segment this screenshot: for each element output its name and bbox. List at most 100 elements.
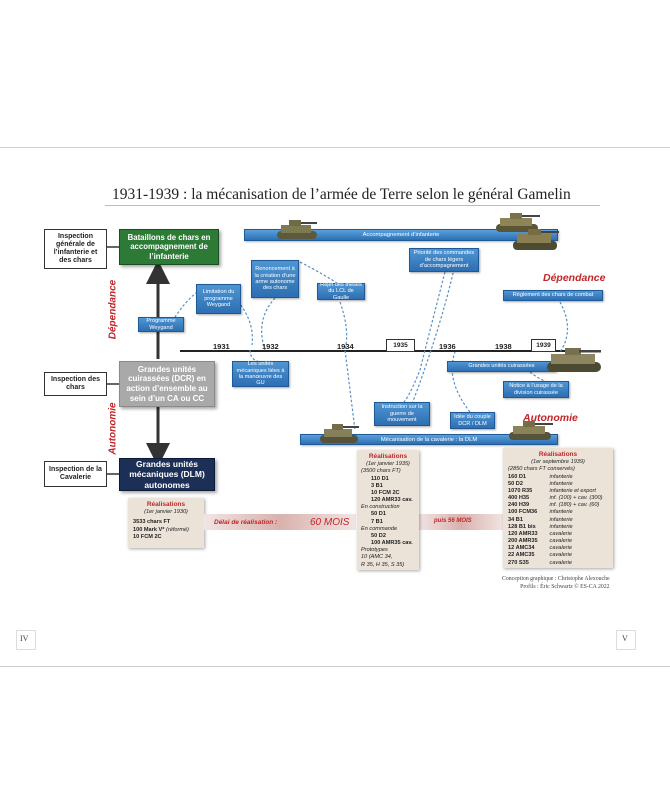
realisations-1939-heading: Réalisations: [538, 451, 578, 458]
realisation-row: 50 D1: [371, 511, 386, 518]
realisation-value: 100 FCM36: [508, 509, 538, 516]
realisation-note: (réformé): [164, 526, 189, 533]
delay-puis-label: puis 56 MOIS: [434, 518, 472, 524]
event-notice: Notice à l’usage de la division cuirassé…: [503, 381, 569, 398]
realisation-row: 100 Mark V* (réformé): [133, 527, 199, 534]
event-programme-weygand: Programme Weygand: [138, 317, 184, 332]
autonomie-vertical-label: Autonomie: [107, 402, 119, 455]
realisation-row: R 35, H 35, S 35): [361, 561, 405, 568]
delay-label: Délai de réalisation :: [214, 518, 278, 526]
event-rejet: Rejet des thèses du LCL de Gaulle: [317, 282, 365, 301]
inspection-chars: Inspection des chars: [44, 372, 107, 396]
page-number-left: IV: [20, 634, 29, 643]
credit-line-2: Profils : Éric Schwartz © ES-CA 2022: [520, 583, 610, 590]
dcr-box: Grandes unités cuirassées (DCR) en actio…: [119, 361, 215, 407]
event-renoncement: Renoncement à la création d’une arme aut…: [251, 260, 299, 298]
realisations-1939-date: (1er septembre 1939): [531, 459, 585, 466]
page-thumb-left: [16, 630, 36, 650]
realisation-note: cavalerie: [548, 530, 572, 537]
page-number-right: V: [622, 634, 628, 643]
realisation-row: 34 B1 infanterie: [508, 517, 608, 524]
event-limitation: Limitation du programme Weygand: [196, 284, 241, 314]
realisation-value: 10 FCM 2C: [133, 533, 162, 540]
year-1934: 1934: [337, 342, 354, 351]
realisation-row: 400 H35 inf. (100) + cav. (300): [508, 495, 608, 502]
credit-line-1: Conception graphique : Christophe Alexou…: [502, 576, 610, 582]
realisation-note: cavalerie: [548, 538, 572, 545]
realisation-value: 12 AMC34: [508, 545, 535, 552]
event-grandes-unites-cuirassees: Grandes unités cuirassées: [447, 361, 556, 372]
realisation-note: infanterie: [548, 473, 573, 480]
realisations-1930-date: (1er janvier 1930): [144, 509, 188, 516]
year-1939: 1939: [531, 339, 556, 352]
realisation-value: 200 AMR35: [508, 538, 538, 545]
realisation-note: infanterie: [548, 480, 573, 487]
credits: Conception graphique : Christophe Alexou…: [502, 576, 610, 591]
realisations-1939-intro: (2850 chars FT conservés): [508, 466, 575, 473]
page-thumb-right: [616, 630, 636, 650]
realisation-row: 7 B1: [371, 518, 383, 525]
dash-instruction: [411, 264, 456, 405]
tank-illustration: [277, 220, 317, 239]
realisation-row: 160 D1 infanterie: [508, 474, 608, 481]
realisation-note: infanterie: [548, 509, 573, 516]
realisation-note: cavalerie: [548, 559, 572, 566]
realisation-note: cavalerie: [548, 552, 572, 559]
realisation-row: 50 D2: [371, 532, 386, 539]
realisations-1935: Réalisations (1er janvier 1935) (3500 ch…: [357, 450, 419, 570]
inspection-cavalerie: Inspection de la Cavalerie: [44, 461, 107, 487]
realisation-note: infanterie: [548, 523, 573, 530]
realisation-value: 128 B1 bis: [508, 523, 536, 530]
realisation-row: 120 AMR33 cav.: [371, 497, 413, 504]
year-1938: 1938: [495, 342, 512, 351]
realisation-row: 12 AMC34 cavalerie: [508, 545, 608, 552]
realisation-row: 120 AMR33 cavalerie: [508, 531, 608, 538]
realisation-row: 22 AMC35 cavalerie: [508, 552, 608, 559]
dash-reglement: [559, 301, 569, 353]
realisation-value: 50 D2: [508, 480, 523, 487]
inspection-infanterie: Inspection générale de l’infanterie et d…: [44, 229, 107, 269]
realisations-1930: Réalisations (1er janvier 1930) 3533 cha…: [128, 498, 204, 548]
realisation-value: 400 H35: [508, 495, 530, 502]
realisation-note: infanterie: [548, 516, 573, 523]
tank-illustration: [509, 421, 553, 440]
event-instruction: Instruction sur la guerre de mouvement: [374, 402, 430, 426]
realisation-note: infanterie et export: [548, 487, 596, 494]
page-title: 1931-1939 : la mécanisation de l’armée d…: [112, 186, 571, 203]
realisations-1939: Réalisations (1er septembre 1939) (2850 …: [503, 448, 613, 568]
dash-rejet: [339, 301, 356, 431]
year-1931: 1931: [213, 342, 230, 351]
realisations-1930-heading: Réalisations: [146, 501, 186, 508]
realisation-value: 120 AMR33: [508, 530, 538, 537]
realisation-value: 240 H39: [508, 502, 530, 509]
dash-idee: [451, 351, 471, 413]
realisation-value: 22 AMC35: [508, 552, 535, 559]
realisation-row: 10 FCM 2C: [133, 534, 199, 541]
realisation-note: inf. (100) + cav. (300): [548, 495, 603, 502]
year-1932: 1932: [262, 342, 279, 351]
event-idee-couple: Idée du couple DCR / DLM: [450, 412, 495, 429]
realisation-row: 10 FCM 2C: [371, 489, 400, 496]
band-mecanisation: Mécanisation de la cavalerie : la DLM: [300, 434, 558, 445]
realisation-row: En construction: [361, 504, 400, 511]
realisation-row: 240 H39 inf. (180) + cav. (60): [508, 502, 608, 509]
tank-illustration: [320, 424, 359, 443]
realisations-1935-date: (1er janvier 1935): [366, 461, 410, 468]
delay-band-2: puis 56 MOIS: [418, 514, 504, 530]
dependance-label: Dépendance: [543, 272, 606, 284]
realisation-row: 1070 R35 infanterie et export: [508, 488, 608, 495]
dependance-vertical-label: Dépendance: [107, 279, 119, 340]
dash-priorite: [403, 271, 446, 403]
realisation-row: (3500 chars FT): [361, 468, 401, 475]
year-1936: 1936: [439, 342, 456, 351]
realisation-row: En commande: [361, 525, 398, 532]
realisation-row: 3 B1: [371, 482, 383, 489]
realisation-note: inf. (180) + cav. (60): [548, 502, 600, 509]
realisation-value: 100 Mark V*: [133, 526, 165, 533]
title-underline: [105, 205, 600, 206]
dash-renoncement: [261, 297, 276, 351]
realisation-row: 110 D1: [371, 475, 389, 482]
realisation-row: 50 D2 infanterie: [508, 481, 608, 488]
event-unites-mecaniques: Les unités mécaniques liées à la manœuvr…: [232, 361, 289, 387]
